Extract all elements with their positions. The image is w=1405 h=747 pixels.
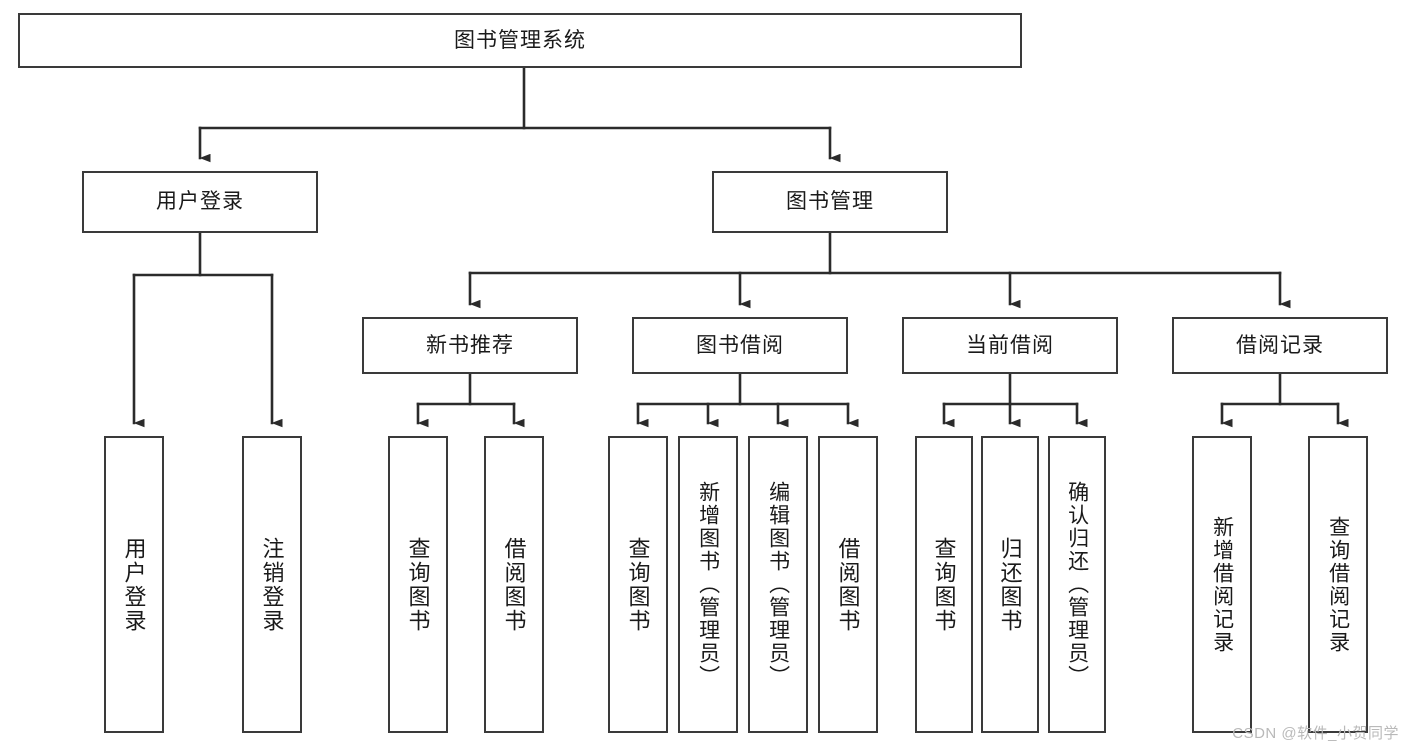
- leaf-user-login[interactable]: 用户登录: [104, 436, 164, 733]
- leaf-user-logout-label: 注销登录: [259, 536, 285, 633]
- leaf-query-book-current-label: 查询图书: [931, 536, 957, 633]
- leaf-query-book-current[interactable]: 查询图书: [915, 436, 973, 733]
- leaf-edit-book[interactable]: 编辑图书（管理员）: [748, 436, 808, 733]
- node-book-borrow-label: 图书借阅: [696, 333, 784, 357]
- leaf-borrow-book-recommend[interactable]: 借阅图书: [484, 436, 544, 733]
- node-book-manage-label: 图书管理: [786, 190, 874, 214]
- leaf-confirm-return-label: 确认归还（管理员）: [1065, 481, 1089, 688]
- leaf-query-book-recommend[interactable]: 查询图书: [388, 436, 448, 733]
- node-root[interactable]: 图书管理系统: [18, 13, 1022, 68]
- leaf-borrow-book[interactable]: 借阅图书: [818, 436, 878, 733]
- leaf-user-login-label: 用户登录: [121, 536, 147, 633]
- leaf-borrow-book-recommend-label: 借阅图书: [501, 536, 527, 633]
- leaf-edit-book-label: 编辑图书（管理员）: [766, 481, 790, 688]
- leaf-add-borrow-record-label: 新增借阅记录: [1210, 515, 1234, 654]
- node-current-borrow-label: 当前借阅: [966, 333, 1054, 357]
- node-book-manage[interactable]: 图书管理: [712, 171, 948, 233]
- leaf-add-book[interactable]: 新增图书（管理员）: [678, 436, 738, 733]
- leaf-confirm-return[interactable]: 确认归还（管理员）: [1048, 436, 1106, 733]
- leaf-borrow-book-label: 借阅图书: [835, 536, 861, 633]
- leaf-query-borrow-record[interactable]: 查询借阅记录: [1308, 436, 1368, 733]
- leaf-query-book-recommend-label: 查询图书: [405, 536, 431, 633]
- node-borrow-record-label: 借阅记录: [1236, 333, 1324, 357]
- leaf-query-borrow-record-label: 查询借阅记录: [1326, 515, 1350, 654]
- leaf-add-borrow-record[interactable]: 新增借阅记录: [1192, 436, 1252, 733]
- leaf-return-book[interactable]: 归还图书: [981, 436, 1039, 733]
- node-new-book-rec[interactable]: 新书推荐: [362, 317, 578, 374]
- node-book-borrow[interactable]: 图书借阅: [632, 317, 848, 374]
- leaf-query-book-borrow-label: 查询图书: [625, 536, 651, 633]
- leaf-add-book-label: 新增图书（管理员）: [696, 481, 720, 688]
- node-borrow-record[interactable]: 借阅记录: [1172, 317, 1388, 374]
- node-root-label: 图书管理系统: [454, 28, 586, 52]
- node-current-borrow[interactable]: 当前借阅: [902, 317, 1118, 374]
- leaf-user-logout[interactable]: 注销登录: [242, 436, 302, 733]
- node-new-book-rec-label: 新书推荐: [426, 333, 514, 357]
- leaf-query-book-borrow[interactable]: 查询图书: [608, 436, 668, 733]
- leaf-return-book-label: 归还图书: [997, 536, 1023, 633]
- node-user-login-label: 用户登录: [156, 190, 244, 214]
- watermark: CSDN @软件_小贺同学: [1232, 725, 1399, 742]
- node-user-login[interactable]: 用户登录: [82, 171, 318, 233]
